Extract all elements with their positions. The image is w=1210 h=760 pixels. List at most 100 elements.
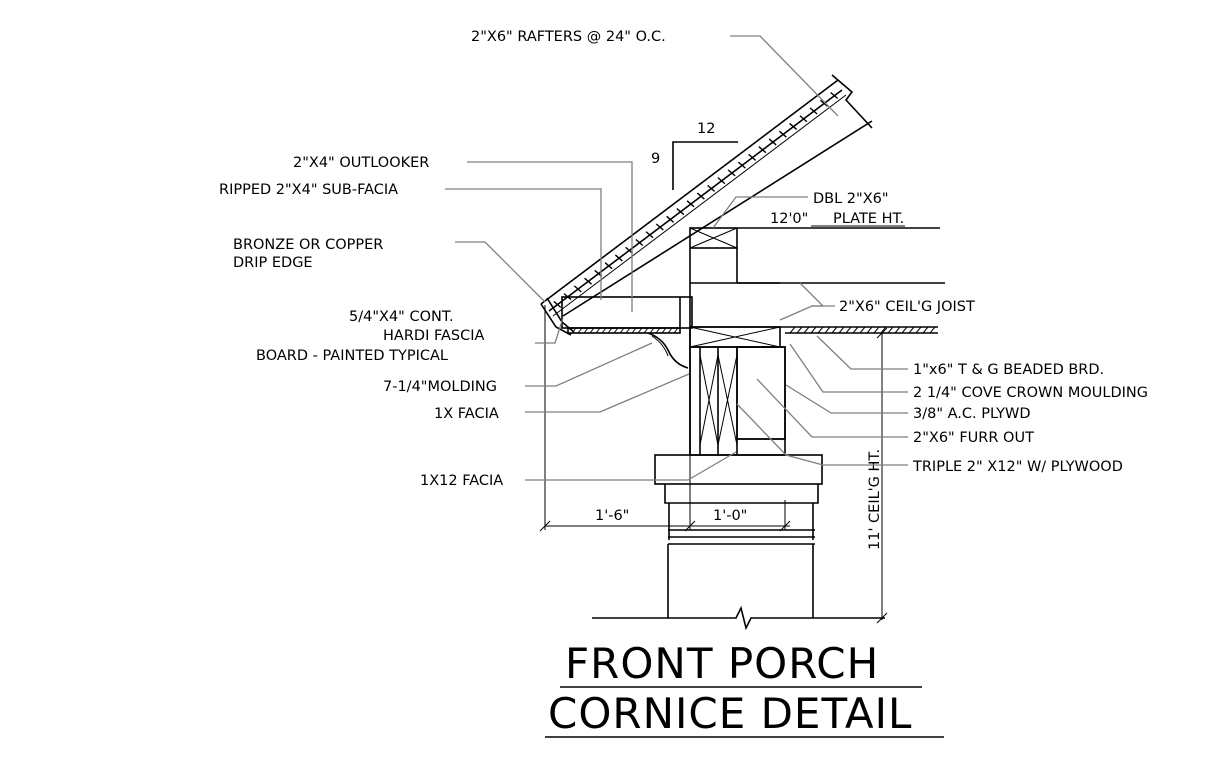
molding-label: 7-1/4"MOLDING xyxy=(383,379,497,395)
hatch-stroke xyxy=(894,326,901,334)
hatch-stroke xyxy=(573,285,582,293)
leader-lines xyxy=(445,35,908,481)
hatch-stroke xyxy=(929,326,936,334)
hatch-stroke xyxy=(614,254,623,262)
hatch-stroke xyxy=(887,326,894,334)
hatch-stroke xyxy=(604,262,613,270)
hatch-stroke xyxy=(778,130,787,138)
dbl-2x6-label: DBL 2"X6" xyxy=(813,191,889,207)
hatch-stroke xyxy=(799,115,808,123)
drip-edge-label-2: DRIP EDGE xyxy=(233,255,313,271)
hatch-stroke xyxy=(758,146,767,154)
hatch-stroke xyxy=(577,327,583,334)
hatch-stroke xyxy=(655,223,664,231)
hatch-stroke xyxy=(607,327,613,334)
hatch-stroke xyxy=(637,327,643,334)
ceiling-height-dimension: 11' CEIL'G HT. xyxy=(867,449,883,550)
hatch-stroke xyxy=(727,169,736,177)
hatch-stroke xyxy=(619,327,625,334)
roof-assembly xyxy=(540,74,873,336)
column xyxy=(592,484,885,631)
hatch-stroke xyxy=(789,326,796,334)
hatch-stroke xyxy=(625,327,631,334)
plate-height-text: PLATE HT. xyxy=(833,211,904,227)
hatch-stroke xyxy=(859,326,866,334)
hatch-stroke xyxy=(553,300,562,308)
overhang-dimension: 1'-6" xyxy=(595,508,629,524)
drip-edge-label-1: BRONZE OR COPPER xyxy=(233,237,383,253)
hatch-stroke xyxy=(831,326,838,334)
sub-facia-label: RIPPED 2"X4" SUB-FACIA xyxy=(219,182,398,198)
hatch-stroke xyxy=(649,327,655,334)
hatch-stroke xyxy=(717,177,726,185)
hatch-stroke xyxy=(635,238,644,247)
hatch-stroke xyxy=(789,122,798,130)
hatch-stroke xyxy=(696,192,705,200)
rafters-label: 2"X6" RAFTERS @ 24" O.C. xyxy=(471,29,666,45)
hatch-stroke xyxy=(645,231,654,239)
hatch-stroke xyxy=(830,91,839,100)
fascia-label-3: BOARD - PAINTED TYPICAL xyxy=(256,348,448,364)
drawing-title: FRONT PORCH CORNICE DETAIL xyxy=(545,639,944,738)
dimension-lines: 1'-6" 1'-0" 11' CEIL'G HT. xyxy=(539,305,888,624)
hatch-stroke xyxy=(803,326,810,334)
hatch-stroke xyxy=(852,326,859,334)
hatch-stroke xyxy=(737,161,746,169)
plywood-label: 3/8" A.C. PLYWD xyxy=(913,406,1031,422)
beam-assembly xyxy=(654,346,823,485)
one-x-facia-label: 1X FACIA xyxy=(434,406,499,422)
hatch-stroke xyxy=(915,326,922,334)
hatch-stroke xyxy=(673,327,679,334)
hatch-stroke xyxy=(901,326,908,334)
outlooker-label: 2"X4" OUTLOOKER xyxy=(293,155,429,171)
plate-height-value: 12'0" xyxy=(770,211,808,227)
hatch-stroke xyxy=(666,215,675,223)
hatch-stroke xyxy=(838,326,845,334)
hatch-stroke xyxy=(880,326,887,334)
pitch-symbol: 12 9 xyxy=(651,121,738,190)
hatch-stroke xyxy=(667,327,673,334)
hatch-stroke xyxy=(845,326,852,334)
title-line-1: FRONT PORCH xyxy=(565,639,879,688)
hatch-stroke xyxy=(583,327,589,334)
furr-out-label: 2"X6" FURR OUT xyxy=(913,430,1034,446)
hatch-stroke xyxy=(824,326,831,334)
hatch-stroke xyxy=(584,277,593,285)
hatch-stroke xyxy=(817,326,824,334)
hatch-stroke xyxy=(601,327,607,334)
callout-labels: 2"X6" RAFTERS @ 24" O.C. 2"X4" OUTLOOKER… xyxy=(219,29,1148,489)
hatch-stroke xyxy=(809,107,818,115)
hatch-stroke xyxy=(631,327,637,334)
hatch-stroke xyxy=(819,99,828,107)
facia-1x12-label: 1X12 FACIA xyxy=(420,473,503,489)
hatch-stroke xyxy=(676,208,685,216)
hatch-stroke xyxy=(686,200,695,208)
wall-plate-block xyxy=(689,227,945,455)
title-line-2: CORNICE DETAIL xyxy=(548,689,912,738)
pitch-run-label: 12 xyxy=(697,121,715,137)
hatch-stroke xyxy=(768,138,777,146)
hatch-stroke xyxy=(589,327,595,334)
beaded-board-label: 1"x6" T & G BEADED BRD. xyxy=(913,362,1104,378)
hatch-stroke xyxy=(613,327,619,334)
outlooker-assembly xyxy=(561,296,693,369)
hatch-stroke xyxy=(655,327,661,334)
hatch-stroke xyxy=(661,327,667,334)
hatch-stroke xyxy=(922,326,929,334)
pitch-rise-label: 9 xyxy=(651,151,660,167)
hatch-stroke xyxy=(571,327,577,334)
hatch-stroke xyxy=(810,326,817,334)
wall-dimension: 1'-0" xyxy=(713,508,747,524)
hatch-stroke xyxy=(866,326,873,334)
hatch-stroke xyxy=(873,326,880,334)
triple-beam-label: TRIPLE 2" X12" W/ PLYWOOD xyxy=(912,459,1123,475)
fascia-label-2: HARDI FASCIA xyxy=(383,328,484,344)
hatch-stroke xyxy=(908,326,915,334)
cove-crown-label: 2 1/4" COVE CROWN MOULDING xyxy=(913,385,1148,401)
ceiling-joist-label: 2"X6" CEIL'G JOIST xyxy=(839,299,975,315)
hatch-stroke xyxy=(595,327,601,334)
hatch-stroke xyxy=(707,184,716,192)
fascia-label-1: 5/4"X4" CONT. xyxy=(349,309,454,325)
hatch-stroke xyxy=(748,153,757,161)
